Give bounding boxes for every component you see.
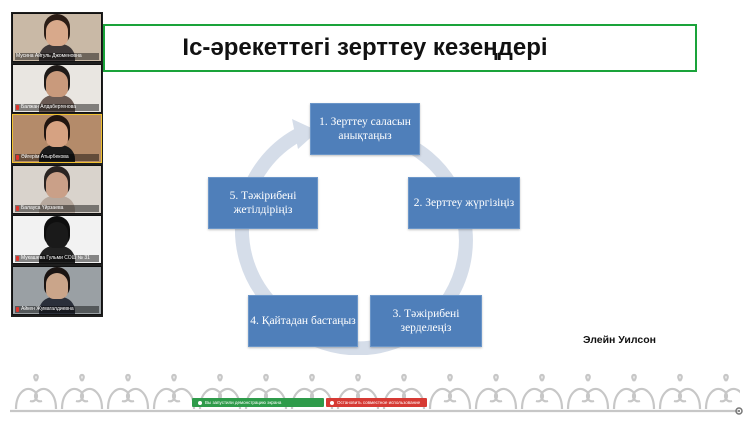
participant-name: Балжан Алдабергенова: [21, 103, 76, 110]
participant-video: [39, 195, 75, 213]
participant-tile[interactable]: Мусина Айгуль Джоменовна: [12, 13, 102, 62]
screen-share-bar: Вы запустили демонстрацию экрана Останов…: [192, 398, 427, 407]
participant-name: Мусина Айгуль Джоменовна: [16, 53, 82, 59]
participant-name: Әйгерім Атырбекова: [21, 154, 69, 160]
step-3: 3. Тәжірибені зерделеңіз: [370, 295, 482, 347]
mic-muted-icon: [16, 256, 19, 261]
participant-tile[interactable]: Балауса Үйрзаева: [12, 164, 102, 214]
participant-name-bar: Әйгерім Атырбекова: [15, 154, 99, 161]
participant-tile[interactable]: Балжан Алдабергенова: [12, 63, 102, 113]
participant-video: [39, 246, 75, 263]
mic-muted-icon: [16, 155, 19, 160]
step-2: 2. Зерттеу жүргізіңіз: [408, 177, 520, 229]
participant-name-bar: Мукашева Гульми СОШ № 31: [15, 255, 99, 262]
step-4: 4. Қайтадан бастаңыз: [248, 295, 358, 347]
participant-video: [39, 94, 75, 112]
mic-muted-icon: [16, 104, 19, 110]
settings-icon[interactable]: [734, 406, 744, 416]
participant-name-bar: Мусина Айгуль Джоменовна: [15, 53, 99, 60]
participant-face: [46, 121, 68, 147]
stop-share-label: Остановить совместное использование: [337, 400, 421, 405]
mic-muted-icon: [16, 306, 19, 312]
slide-title: Іс-әрекеттегі зерттеу кезеңдері: [182, 34, 548, 61]
stop-icon: [330, 400, 335, 405]
participant-video: [39, 44, 75, 61]
participant-face: [46, 70, 68, 97]
participant-name: Балауса Үйрзаева: [21, 204, 64, 211]
cycle-diagram: 1. Зерттеу саласын анықтаңыз 2. Зерттеу …: [200, 95, 530, 355]
mic-muted-icon: [16, 205, 19, 211]
participant-tile[interactable]: Әйгерім Атырбекова: [12, 114, 102, 163]
participant-name: Айкен Жумагалдиевна: [21, 305, 74, 312]
author-name: Элейн Уилсон: [583, 334, 657, 346]
participant-face: [46, 171, 68, 198]
participant-name-bar: Балжан Алдабергенова: [15, 103, 99, 111]
participant-face: [46, 20, 68, 46]
step-5: 5. Тәжірибені жетілдіріңіз: [208, 177, 318, 229]
share-icon: [198, 400, 202, 405]
step-1: 1. Зерттеу саласын анықтаңыз: [310, 103, 420, 155]
slide-title-box: Іс-әрекеттегі зерттеу кезеңдері: [103, 24, 697, 72]
participant-name: Мукашева Гульми СОШ № 31: [21, 255, 90, 261]
participant-tile[interactable]: Мукашева Гульми СОШ № 31: [12, 215, 102, 264]
participant-video: [39, 296, 75, 314]
stop-share-button[interactable]: Остановить совместное использование: [326, 398, 427, 407]
participant-face: [46, 222, 68, 248]
share-status-text: Вы запустили демонстрацию экрана: [205, 400, 282, 405]
participant-video: [39, 145, 75, 162]
participant-name-bar: Балауса Үйрзаева: [15, 204, 99, 212]
share-status: Вы запустили демонстрацию экрана: [192, 398, 325, 407]
participant-face: [46, 272, 68, 299]
participant-tile[interactable]: Айкен Жумагалдиевна: [12, 265, 102, 315]
ornament-border: [10, 373, 740, 413]
participant-name-bar: Айкен Жумагалдиевна: [15, 305, 99, 313]
